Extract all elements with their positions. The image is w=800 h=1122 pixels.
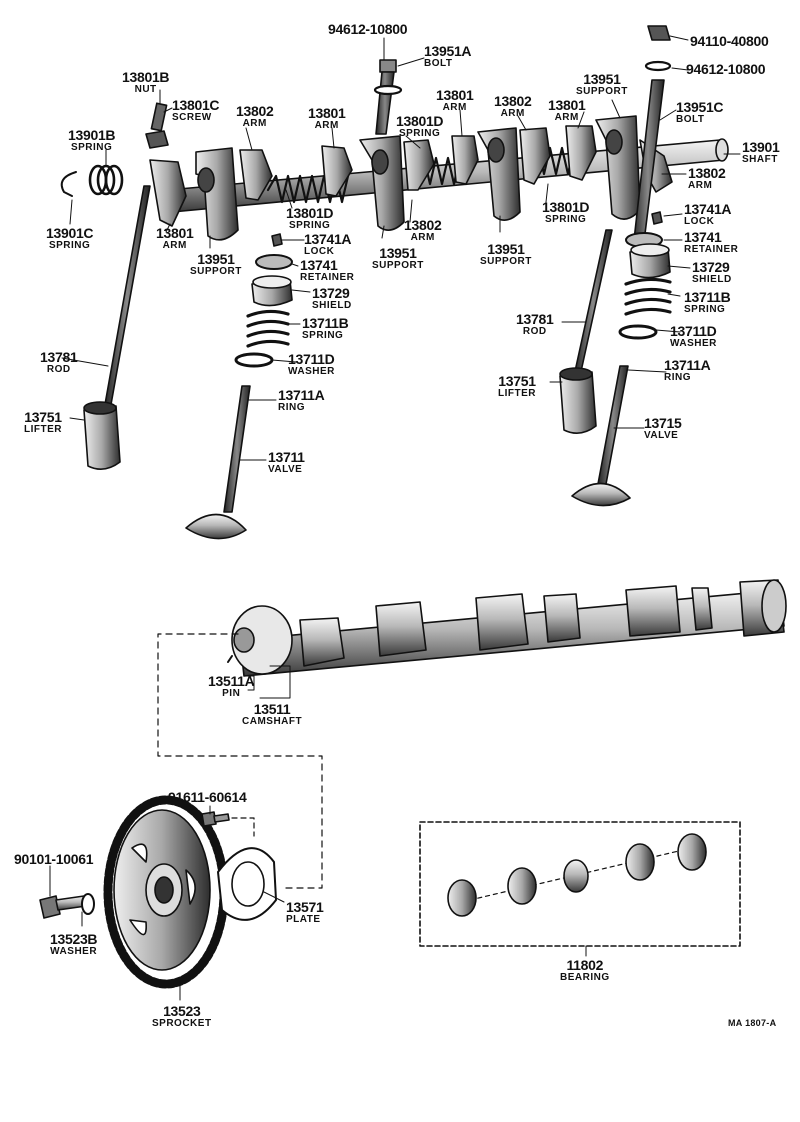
leader-lines (49, 35, 741, 1001)
bearing-set (447, 833, 707, 917)
part-label: 91611-60614 (168, 789, 247, 805)
rocker-support (595, 115, 641, 220)
diagram-reference: MA 1807-A (728, 1018, 777, 1028)
bolt-91611 (201, 811, 230, 827)
spring-13901b (88, 164, 124, 196)
part-label: 94612-10800 (328, 21, 408, 37)
guide-line (157, 633, 323, 889)
rocker-support (359, 135, 405, 231)
part-label: 94110-40800 (690, 33, 769, 49)
thrust-plate (217, 847, 277, 921)
bolt-90101 (39, 893, 95, 919)
valve-assembly-left (185, 233, 293, 540)
bolt-13951a (373, 59, 403, 135)
part-label: 94612-10800 (686, 61, 766, 77)
rocker-support (195, 147, 239, 241)
push-rod-left (83, 185, 151, 470)
camshaft (227, 579, 787, 677)
sprocket (103, 795, 229, 989)
push-rod-right (559, 229, 613, 434)
part-label: 90101-10061 (14, 851, 94, 867)
clip-13901c (60, 171, 77, 197)
valve-assembly-right (571, 211, 672, 507)
rocker-shaft-assembly (145, 102, 729, 241)
bearing-set-frame (419, 821, 741, 947)
rocker-support (477, 127, 521, 221)
